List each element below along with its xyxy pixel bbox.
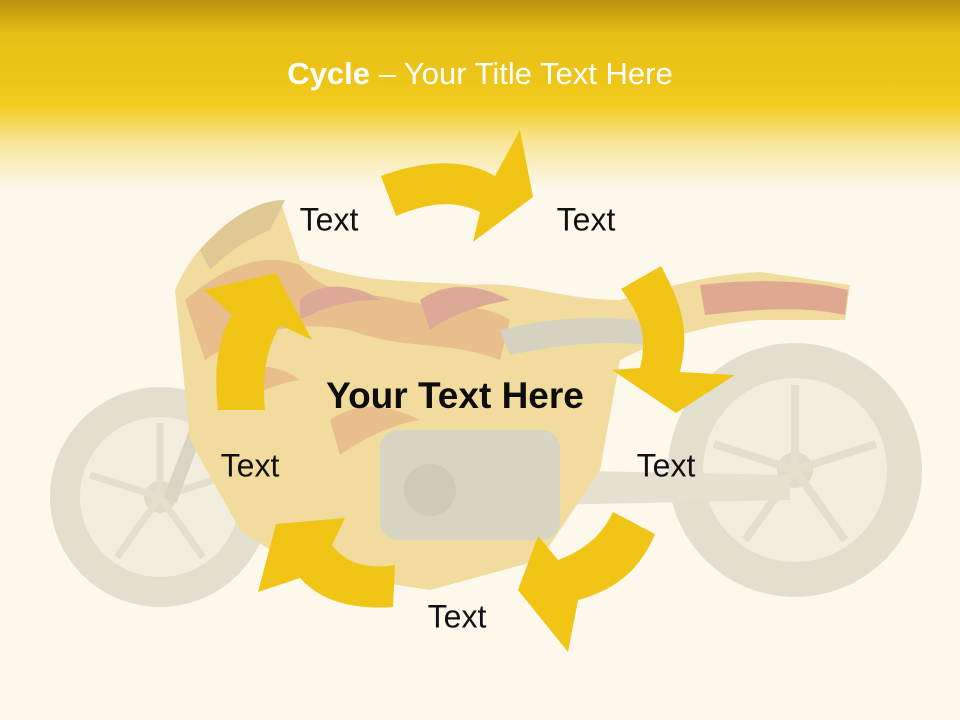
cycle-label-5: Text	[220, 447, 280, 484]
title-rest: – Your Title Text Here	[370, 56, 673, 91]
cycle-label-2: Text	[556, 201, 616, 238]
cycle-arrow-1	[381, 130, 533, 242]
cycle-arrow-5	[204, 273, 312, 410]
cycle-arrow-4	[258, 518, 395, 608]
slide-title: Cycle – Your Title Text Here	[0, 56, 960, 92]
title-bold: Cycle	[287, 56, 370, 91]
cycle-arrow-2	[612, 266, 735, 413]
cycle-arrow-3	[518, 512, 655, 652]
cycle-label-1: Text	[299, 201, 359, 238]
cycle-label-3: Text	[636, 447, 696, 484]
cycle-label-4: Text	[427, 598, 487, 635]
center-text: Your Text Here	[326, 375, 584, 417]
